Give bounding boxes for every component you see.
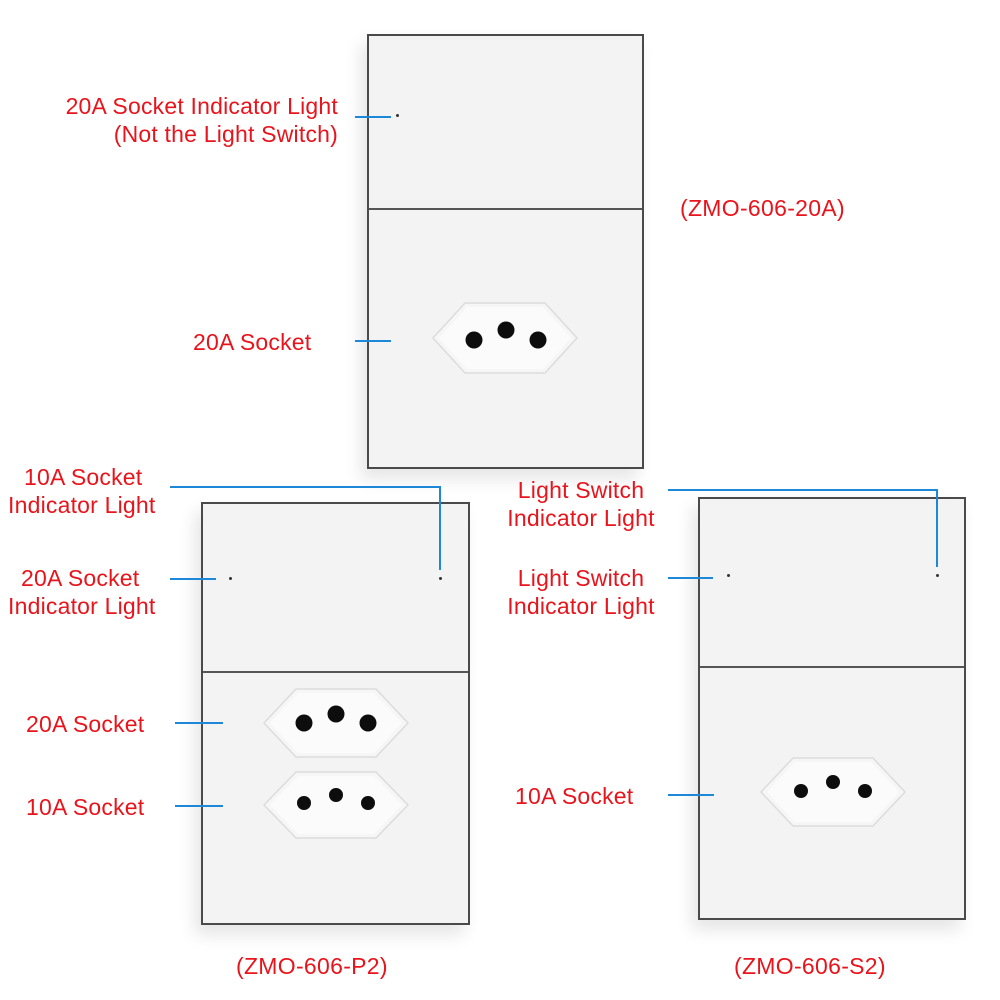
panel-zmo-606-s2	[698, 497, 966, 920]
label-light-switch-indicator-left: Light Switch Indicator Light	[488, 564, 674, 620]
label-10a-indicator-light: 10A Socket Indicator Light	[8, 463, 184, 519]
socket-10a-icon	[759, 757, 907, 827]
indicator-light-10a	[439, 577, 442, 580]
leader-line	[170, 578, 216, 580]
leader-line	[355, 340, 391, 342]
leader-line	[355, 116, 391, 118]
label-light-switch-indicator-top: Light Switch Indicator Light	[488, 476, 674, 532]
panel-divider	[369, 208, 642, 210]
socket-20a-icon	[431, 302, 579, 374]
label-line: 20A Socket	[21, 565, 140, 591]
label-10a-socket-right: 10A Socket	[515, 783, 634, 809]
indicator-light-20a	[396, 114, 399, 117]
leader-line	[936, 489, 938, 567]
panel-divider	[700, 666, 964, 668]
label-line: 20A Socket Indicator Light	[65, 93, 338, 119]
label-line: Light Switch	[517, 477, 645, 503]
leader-line	[668, 577, 713, 579]
label-20a-indicator-light-left: 20A Socket Indicator Light	[8, 564, 184, 620]
label-line: 10A Socket	[24, 464, 143, 490]
label-line: (Not the Light Switch)	[113, 121, 338, 147]
socket-20a-icon	[262, 688, 410, 758]
light-switch-indicator	[936, 574, 939, 577]
leader-line	[175, 722, 223, 724]
label-20a-socket-top: 20A Socket	[193, 329, 312, 355]
label-line: Indicator Light	[507, 505, 655, 531]
model-label-zmo-606-20a: (ZMO-606-20A)	[680, 195, 845, 221]
leader-line	[668, 794, 714, 796]
panel-divider	[203, 671, 468, 673]
label-line: Indicator Light	[8, 593, 156, 619]
label-20a-socket-left: 20A Socket	[26, 711, 145, 737]
model-label-zmo-606-s2: (ZMO-606-S2)	[734, 953, 886, 979]
label-line: Indicator Light	[8, 492, 156, 518]
leader-line	[170, 486, 441, 488]
label-line: Light Switch	[517, 565, 645, 591]
panel-zmo-606-20a	[367, 34, 644, 469]
model-label-zmo-606-p2: (ZMO-606-P2)	[236, 953, 388, 979]
leader-line	[668, 489, 938, 491]
leader-line	[175, 805, 223, 807]
label-line: Indicator Light	[507, 593, 655, 619]
light-switch-indicator	[727, 574, 730, 577]
indicator-light-20a	[229, 577, 232, 580]
leader-line	[439, 486, 441, 570]
label-20a-indicator-light: 20A Socket Indicator Light (Not the Ligh…	[66, 92, 338, 148]
label-10a-socket-left: 10A Socket	[26, 794, 145, 820]
socket-10a-icon	[262, 771, 410, 839]
